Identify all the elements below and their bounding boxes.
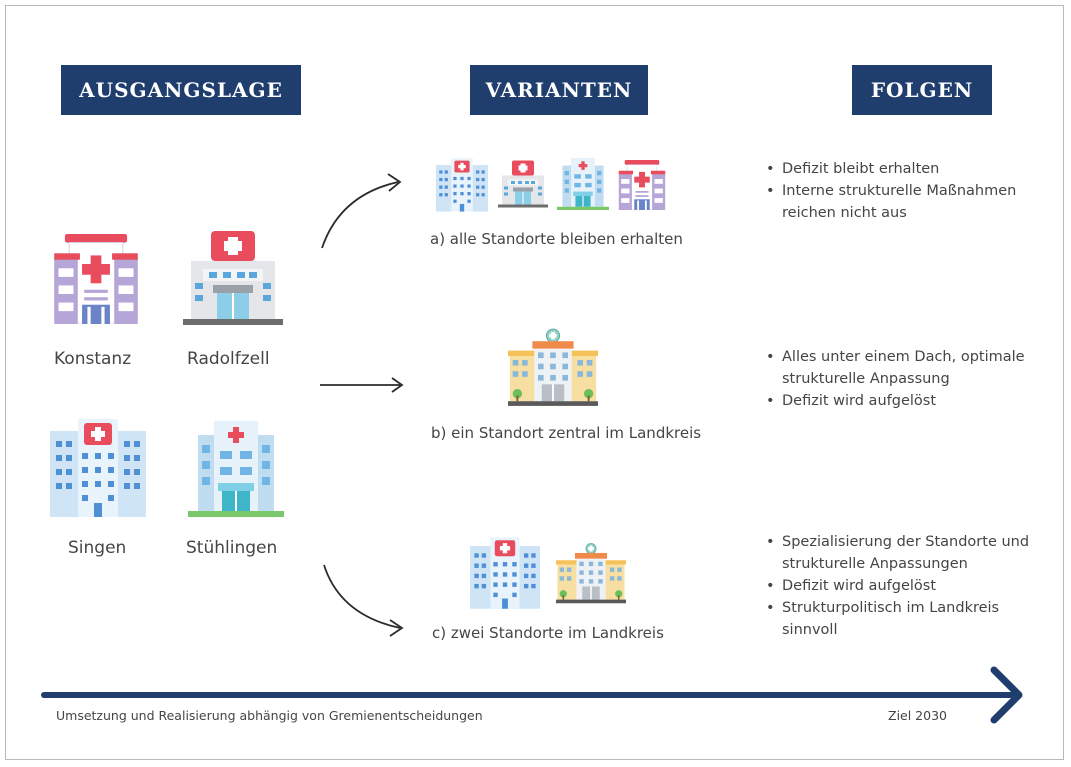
consequence-item: Interne strukturelle Maßnahmen reichen n… — [764, 180, 1064, 224]
consequence-item: Defizit bleibt erhalten — [764, 158, 1064, 180]
consequence-item: Strukturpolitisch im Landkreis sinnvoll — [764, 597, 1044, 641]
variant-a-label: a) alle Standorte bleiben erhalten — [430, 230, 683, 248]
consequences-a-list: Defizit bleibt erhalten Interne struktur… — [764, 158, 1064, 224]
arrow-head-icon — [391, 377, 404, 393]
arrow-to-variant-c — [323, 564, 401, 629]
site-label-singen: Singen — [68, 538, 127, 558]
consequence-item: Alles unter einem Dach, optimale struktu… — [764, 346, 1064, 390]
header-ausgangslage: AUSGANGSLAGE — [61, 65, 301, 115]
consequences-c-list: Spezialisierung der Standorte und strukt… — [764, 531, 1044, 641]
arrow-head-icon — [387, 173, 402, 192]
site-label-radolfzell: Radolfzell — [187, 349, 270, 369]
arrow-to-variant-a — [321, 181, 399, 249]
consequence-item: Defizit wird aufgelöst — [764, 575, 1044, 597]
variant-b-label: b) ein Standort zentral im Landkreis — [431, 424, 702, 442]
site-label-konstanz: Konstanz — [54, 349, 132, 369]
consequence-item: Defizit wird aufgelöst — [764, 390, 1064, 412]
header-folgen: FOLGEN — [852, 65, 992, 115]
header-varianten: VARIANTEN — [470, 65, 648, 115]
variant-c-label: c) zwei Standorte im Landkreis — [432, 624, 664, 642]
arrow-head-icon — [389, 619, 404, 637]
timeline-arrow-icon — [990, 666, 1023, 724]
consequences-b-list: Alles unter einem Dach, optimale struktu… — [764, 346, 1064, 412]
site-label-stuehlingen: Stühlingen — [186, 538, 278, 558]
timeline-label-left: Umsetzung und Realisierung abhängig von … — [56, 708, 483, 723]
timeline-label-right: Ziel 2030 — [888, 708, 947, 723]
consequence-item: Spezialisierung der Standorte und strukt… — [764, 531, 1044, 575]
